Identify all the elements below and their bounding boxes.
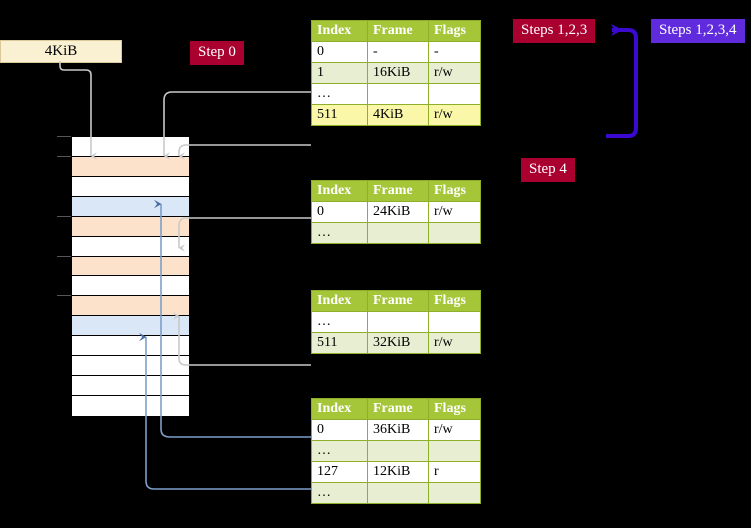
step-0-badge: Step 0	[190, 41, 244, 65]
cell-index: …	[311, 83, 368, 105]
wire-pml4-16kib	[163, 91, 311, 160]
wire-size-to-memory	[59, 61, 97, 160]
cell-flags	[428, 311, 481, 333]
table-row: …	[311, 222, 481, 244]
memory-tick	[57, 136, 71, 137]
memory-frame-row	[72, 296, 189, 317]
column-header-frame: Frame	[367, 180, 429, 202]
cell-index: 127	[311, 461, 368, 483]
wire-pt-12kib	[139, 332, 311, 490]
memory-frame-row	[72, 336, 189, 357]
table-row: 0--	[311, 41, 481, 63]
cell-index: 0	[311, 201, 368, 223]
cell-frame	[367, 83, 429, 105]
cell-index: 511	[311, 332, 368, 354]
cell-index: …	[311, 440, 368, 462]
cell-flags: -	[428, 41, 481, 63]
memory-tick	[57, 155, 71, 157]
cell-flags	[428, 440, 481, 462]
cell-flags	[428, 482, 481, 504]
memory-frame-row	[72, 256, 189, 277]
wire-pd-32kib	[173, 312, 311, 366]
cell-flags	[428, 83, 481, 105]
column-header-flags: Flags	[428, 290, 481, 312]
memory-frame-row	[72, 156, 189, 177]
table-header-row: Index Frame Flags	[311, 398, 481, 420]
memory-frame-row	[72, 376, 189, 397]
column-header-flags: Flags	[428, 398, 481, 420]
cell-index: …	[311, 311, 368, 333]
cell-flags: r/w	[428, 201, 481, 223]
frame-size-box: 4KiB	[0, 40, 122, 63]
cell-index: 0	[311, 41, 368, 63]
cell-frame	[367, 222, 429, 244]
steps-123-badge: Steps 1,2,3	[513, 19, 596, 43]
table-row: …	[311, 83, 481, 105]
cell-flags: r	[428, 461, 481, 483]
memory-frame-row	[72, 356, 189, 377]
column-header-index: Index	[311, 398, 368, 420]
cell-frame: 32KiB	[367, 332, 429, 354]
column-header-frame: Frame	[367, 398, 429, 420]
cell-index: 511	[311, 104, 368, 126]
physical-memory-column	[71, 136, 190, 416]
memory-frame-row	[72, 396, 189, 416]
cell-flags: r/w	[428, 104, 481, 126]
wire-pdpt-24kib	[178, 217, 311, 252]
steps-1234-badge: Steps 1,2,3,4	[651, 19, 745, 43]
cell-flags: r/w	[428, 332, 481, 354]
memory-tick	[57, 215, 71, 217]
cell-frame	[367, 311, 429, 333]
table-header-row: Index Frame Flags	[311, 180, 481, 202]
table-header-row: Index Frame Flags	[311, 290, 481, 312]
cell-frame: 12KiB	[367, 461, 429, 483]
column-header-index: Index	[311, 20, 368, 42]
memory-frame-row	[72, 176, 189, 197]
cell-flags	[428, 222, 481, 244]
memory-frame-row	[72, 216, 189, 237]
memory-frame-row	[72, 316, 189, 337]
cell-flags: r/w	[428, 62, 481, 84]
memory-tick	[57, 255, 71, 257]
memory-frame-row	[72, 236, 189, 257]
table-row: …	[311, 482, 481, 504]
memory-frame-row	[72, 276, 189, 297]
cell-frame	[367, 482, 429, 504]
table-row: …	[311, 311, 481, 333]
wire-steps-bracket	[606, 24, 638, 138]
cell-frame: 4KiB	[367, 104, 429, 126]
column-header-flags: Flags	[428, 180, 481, 202]
wire-pml4-4kib	[178, 144, 311, 160]
memory-tick	[57, 295, 71, 297]
column-header-flags: Flags	[428, 20, 481, 42]
cell-index: 0	[311, 419, 368, 441]
cell-index: …	[311, 482, 368, 504]
wire-pt-36kib	[154, 199, 311, 438]
memory-frame-row	[72, 137, 189, 157]
column-header-frame: Frame	[367, 290, 429, 312]
cell-frame: 24KiB	[367, 201, 429, 223]
table-row: …	[311, 440, 481, 462]
column-header-index: Index	[311, 290, 368, 312]
step-4-badge: Step 4	[521, 158, 575, 182]
